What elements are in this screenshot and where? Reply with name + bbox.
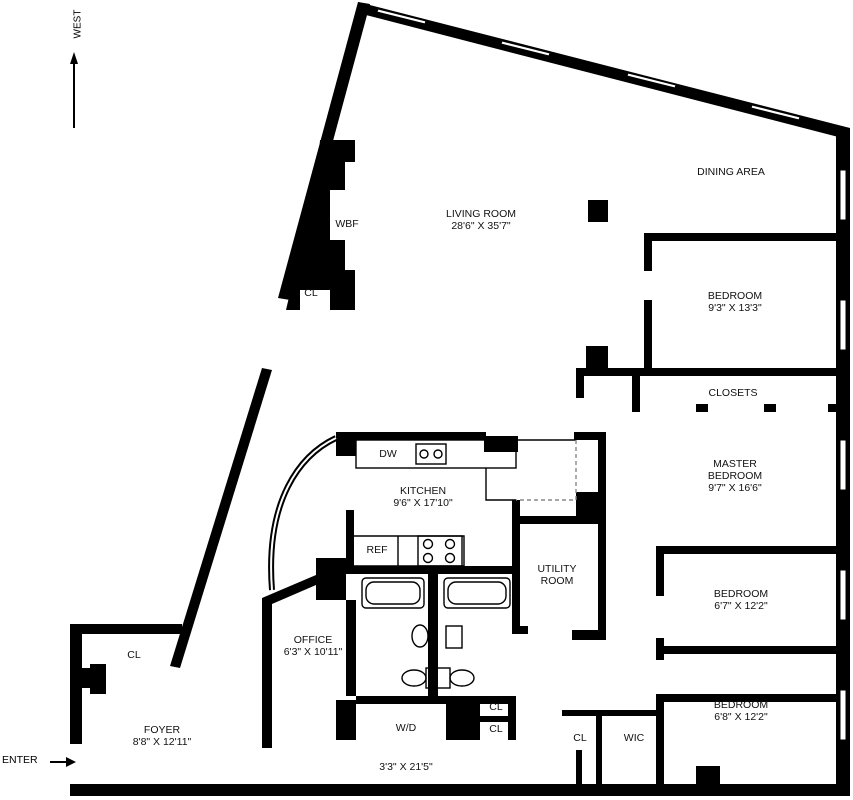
foyer-dims: 8'8" X 12'11" — [132, 736, 192, 748]
window-east-2 — [839, 299, 847, 351]
window-north-1 — [376, 8, 427, 25]
living-column — [588, 200, 608, 222]
sink — [415, 443, 447, 465]
window-east-3 — [839, 439, 847, 491]
compass-label: WEST — [72, 9, 84, 39]
bedroom-3-label: BEDROOM 6'8" X 12'2" — [714, 699, 768, 723]
master-bedroom-label: MASTER BEDROOM 9'7" X 16'6" — [708, 458, 762, 494]
foyer-name: FOYER — [143, 724, 181, 736]
south-exterior-wall — [70, 784, 850, 796]
wic-label: WIC — [623, 732, 645, 744]
office-name: OFFICE — [293, 634, 333, 646]
foyer-north-wall — [70, 624, 182, 634]
utility-room-label: UTILITY ROOM — [537, 563, 576, 587]
window-north-4 — [750, 104, 801, 121]
bedroom-2-name: BEDROOM — [713, 588, 769, 600]
living-room-dims: 28'6" X 35'7" — [451, 220, 511, 232]
bedroom-1-dims: 9'3" X 13'3" — [708, 302, 762, 314]
living-room-label: LIVING ROOM 28'6" X 35'7" — [446, 208, 516, 232]
cl-b-label: CL — [489, 723, 503, 735]
bedroom-1-name: BEDROOM — [707, 290, 763, 302]
office-label: OFFICE 6'3" X 10'11" — [284, 634, 343, 658]
kitchen-counter — [355, 439, 517, 469]
window-east-1 — [839, 169, 847, 221]
hall-dims-label: 3'3" X 21'5" — [379, 761, 433, 773]
entry-label: ENTER — [2, 754, 38, 766]
foyer-west-wall — [70, 624, 82, 744]
stove — [417, 535, 463, 567]
cl-living-label: CL — [304, 287, 318, 299]
fireplace-block — [286, 140, 355, 310]
bedroom-2-dims: 6'7" X 12'2" — [714, 600, 768, 612]
kitchen-label: KITCHEN 9'6" X 17'10" — [393, 485, 452, 509]
bedroom-3-dims: 6'8" X 12'2" — [714, 711, 768, 723]
wbf-label: WBF — [335, 218, 359, 230]
cl-a-label: CL — [489, 701, 503, 713]
master-bedroom-dims: 9'7" X 16'6" — [708, 482, 762, 494]
window-north-3 — [626, 72, 677, 89]
utility-room-line1: UTILITY — [537, 563, 577, 575]
living-room-name: LIVING ROOM — [445, 208, 517, 220]
tub-right — [443, 577, 511, 609]
wd-label: W/D — [395, 722, 417, 734]
foyer-label: FOYER 8'8" X 12'11" — [133, 724, 192, 748]
bedroom-3-name: BEDROOM — [713, 699, 769, 711]
north-exterior-wall — [358, 2, 850, 140]
master-bedroom-line2: BEDROOM — [707, 470, 763, 482]
window-east-5 — [839, 689, 847, 741]
cl-foyer-label: CL — [127, 649, 141, 661]
utility-room-line2: ROOM — [540, 575, 574, 587]
dining-area-label: DINING AREA — [697, 166, 765, 178]
refrigerator-label: REF — [366, 544, 388, 556]
window-east-4 — [839, 569, 847, 621]
closets-label: CLOSETS — [708, 387, 758, 399]
bedroom-1-label: BEDROOM 9'3" X 13'3" — [708, 290, 762, 314]
bedroom-2-label: BEDROOM 6'7" X 12'2" — [714, 588, 768, 612]
kitchen-dims: 9'6" X 17'10" — [393, 497, 453, 509]
master-bedroom-line1: MASTER — [713, 458, 757, 470]
west-exterior-wall-lower — [170, 368, 272, 668]
window-north-2 — [500, 40, 551, 57]
office-dims: 6'3" X 10'11" — [283, 646, 343, 658]
kitchen-name: KITCHEN — [399, 485, 447, 497]
dishwasher-label: DW — [379, 448, 397, 460]
tub-left — [361, 577, 425, 609]
cl-c-label: CL — [573, 732, 587, 744]
